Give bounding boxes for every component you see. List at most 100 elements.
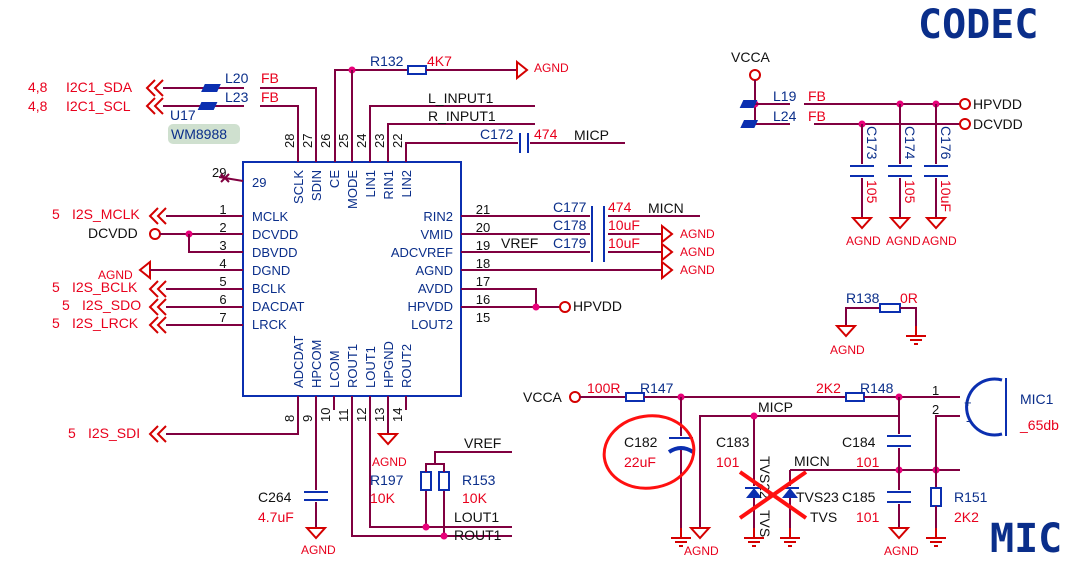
pin-name-adcdat: ADCDAT xyxy=(291,335,306,388)
scl-ref: 4,8 xyxy=(28,98,48,114)
pin-num-21: 21 xyxy=(476,202,490,217)
mic-pin2: 2 xyxy=(932,402,939,417)
mic1-ref: MIC1 xyxy=(1020,391,1054,407)
c178-val: 10uF xyxy=(608,217,640,233)
bclk-ref: 5 xyxy=(52,279,60,295)
r148-val: 2K2 xyxy=(816,380,841,396)
r197-val: 10K xyxy=(370,490,396,506)
pin-num-23: 23 xyxy=(372,134,387,148)
c185-ref: C185 xyxy=(842,489,876,505)
c183-agnd: AGND xyxy=(684,544,719,558)
c172-val: 474 xyxy=(534,126,558,142)
dgnd-agnd-label: AGND xyxy=(98,268,133,282)
pin-num-5: 5 xyxy=(219,274,226,289)
pin-name-rin2: RIN2 xyxy=(423,209,453,224)
c182-ref: C182 xyxy=(624,434,658,450)
l20-bead xyxy=(201,84,221,92)
c179-val: 10uF xyxy=(608,235,640,251)
l19-ref: L19 xyxy=(773,88,797,104)
c183-ref: C183 xyxy=(716,434,750,450)
r153-ref: R153 xyxy=(462,472,496,488)
c177-ref: C177 xyxy=(553,199,587,215)
c183-val: 101 xyxy=(716,454,740,470)
c179-ref: C179 xyxy=(553,235,587,251)
r197-ref: R197 xyxy=(370,472,404,488)
hpvdd-top-label: HPVDD xyxy=(973,96,1022,112)
pin-num-8: 8 xyxy=(282,415,297,422)
pin-name-lin2: LIN2 xyxy=(399,170,414,197)
pin-name-lcom: LCOM xyxy=(327,350,342,388)
c173-val: 105 xyxy=(864,180,880,204)
i2c-sda-net: I2C1_SDA xyxy=(66,79,133,95)
chip-part: WM8988 xyxy=(171,126,227,142)
tvs22-val: TVS xyxy=(757,510,773,537)
pin-num-16: 16 xyxy=(476,292,490,307)
c177-val: 474 xyxy=(608,199,632,215)
pin-num-6: 6 xyxy=(219,292,226,307)
vref-bottom-net: VREF xyxy=(464,435,501,451)
micp-top-net: MICP xyxy=(574,127,609,143)
pin-num-20: 20 xyxy=(476,220,490,235)
micn-mic-net: MICN xyxy=(794,453,830,469)
hpvdd-chip-net: HPVDD xyxy=(573,298,622,314)
agnd-20: AGND xyxy=(680,227,715,241)
r138-agnd: AGND xyxy=(830,343,865,357)
mic1-val: _65db xyxy=(1019,417,1059,433)
i2c-scl-net: I2C1_SCL xyxy=(66,98,131,114)
pin-name-dbvdd: DBVDD xyxy=(252,245,298,260)
r138-ref: R138 xyxy=(846,290,880,306)
bclk-net: I2S_BCLK xyxy=(72,279,138,295)
r148-ref: R148 xyxy=(860,380,894,396)
mic-title: MIC xyxy=(990,516,1062,562)
pin-num-1: 1 xyxy=(219,202,226,217)
pin-name-dgnd: DGND xyxy=(252,263,290,278)
c174-ref: C174 xyxy=(902,126,918,160)
l23-bead xyxy=(197,102,218,110)
mic1-symbol xyxy=(965,377,1003,437)
l20-val: FB xyxy=(261,70,279,86)
pin-name-lrck: LRCK xyxy=(252,317,287,332)
lrck-ref: 5 xyxy=(52,315,60,331)
c176-val: 10uF xyxy=(938,180,954,212)
c264-val: 4.7uF xyxy=(258,509,294,525)
c172-ref: C172 xyxy=(480,126,514,142)
c185-val: 101 xyxy=(856,509,880,525)
mclk-net: I2S_MCLK xyxy=(72,206,140,222)
c178-ref: C178 xyxy=(553,217,587,233)
c176-agnd: AGND xyxy=(922,234,957,248)
pin-name-avdd: AVDD xyxy=(418,281,453,296)
right-net-wiring: C177 474 MICN C178 10uF VREF C179 10uF A… xyxy=(461,199,715,314)
l24-ref: L24 xyxy=(773,108,797,124)
pin-num-14: 14 xyxy=(390,408,405,422)
mic-pin1: 1 xyxy=(932,383,939,398)
c184-val: 101 xyxy=(856,454,880,470)
pin-num-22: 22 xyxy=(390,134,405,148)
c182-val: 22uF xyxy=(624,454,656,470)
pin-num-25: 25 xyxy=(336,134,351,148)
pin-name-adcvref: ADCVREF xyxy=(391,245,453,260)
r151-val: 2K2 xyxy=(954,509,979,525)
pin-name-mode: MODE xyxy=(345,170,360,209)
agnd-19: AGND xyxy=(680,245,715,259)
vcca-top-label: VCCA xyxy=(731,49,771,65)
sdi-net: I2S_SDI xyxy=(88,425,140,441)
micn-right-net: MICN xyxy=(648,200,684,216)
c173-ref: C173 xyxy=(864,126,880,160)
pin-num-2: 2 xyxy=(219,220,226,235)
r132-body xyxy=(407,65,427,75)
chip-part-highlight xyxy=(168,124,240,144)
c264-ref: C264 xyxy=(258,489,292,505)
power-filter: VCCA L19 FB L24 FB HPVDD DCVDD xyxy=(731,49,1023,248)
r153-val: 10K xyxy=(462,490,488,506)
top-net-wiring: 4,8 I2C1_SDA 4,8 I2C1_SCL L20 FB L23 FB … xyxy=(28,53,625,162)
c185-agnd: AGND xyxy=(884,544,919,558)
left-net-wiring: 5 I2S_MCLK DCVDD AGND 5 I2S_BCLK 5 I2S_S… xyxy=(52,206,299,443)
pin-num-27: 27 xyxy=(300,134,315,148)
r132-agnd: AGND xyxy=(534,61,569,75)
pin-name-rout1: ROUT1 xyxy=(345,344,360,388)
agnd-18: AGND xyxy=(680,263,715,277)
pin-num-28: 28 xyxy=(282,134,297,148)
sdo-net: I2S_SDO xyxy=(82,297,141,313)
mic1-plus: + xyxy=(964,395,972,410)
sda-ref: 4,8 xyxy=(28,79,48,95)
